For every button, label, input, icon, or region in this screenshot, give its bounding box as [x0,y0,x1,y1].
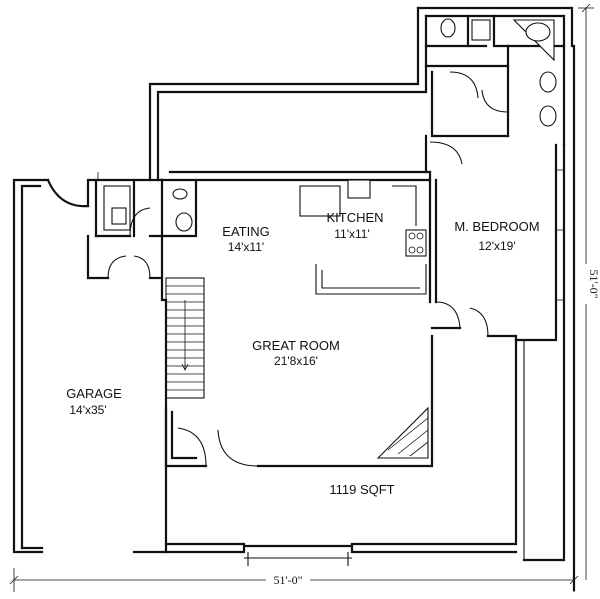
range [405,229,427,257]
garage-size: 14'x35' [69,403,106,417]
area-note: 1119 SQFT [329,482,394,497]
dimension-lines: 51'-0" 51'-0" [9,3,600,592]
sink [175,212,193,232]
eating-label: EATING [222,224,269,239]
kitchen-label: KITCHEN [326,210,383,225]
stair-treads [166,285,204,391]
m-bedroom-label: M. BEDROOM [454,219,539,234]
shower [471,19,491,41]
stair-arrow [181,300,189,371]
exterior-walls [12,6,576,592]
m-bedroom-size: 12'x19' [478,239,515,253]
width-dimension: 51'-0" [273,573,302,587]
dishwasher [347,179,371,199]
door-swings [107,71,509,467]
kitchen-sink [299,185,341,217]
toilet [172,188,188,200]
depth-dimension: 51'-0" [587,269,600,298]
kitchen-size: 11'x11' [334,227,370,241]
toilet [440,18,456,38]
fixtures [103,18,557,459]
great-room-size: 21'8x16' [274,354,318,368]
room-labels: EATING 14'x11' KITCHEN 11'x11' M. BEDROO… [66,210,539,497]
great-room-label: GREAT ROOM [252,338,340,353]
garage-label: GARAGE [66,386,122,401]
vanity-sink [539,105,557,127]
eating-size: 14'x11' [228,240,264,254]
windows [97,169,564,301]
fireplace [376,406,429,459]
vanity-sink [539,71,557,93]
